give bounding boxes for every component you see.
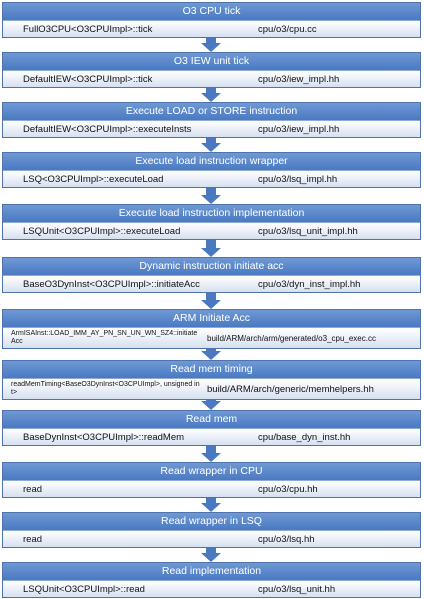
arrow-shaft xyxy=(206,498,216,503)
step-details: LSQ<O3CPUImpl>::executeLoad cpu/o3/lsq_im… xyxy=(3,170,420,187)
arrow-head xyxy=(201,93,221,102)
arrow-head xyxy=(201,195,221,204)
step-title: Execute load instruction wrapper xyxy=(3,153,420,170)
arrow-head xyxy=(201,300,221,309)
down-arrow-icon xyxy=(201,188,221,204)
arrow-head xyxy=(201,143,221,152)
arrow-shaft xyxy=(206,446,216,453)
down-arrow-icon xyxy=(201,498,221,512)
down-arrow-icon xyxy=(201,240,221,257)
arrow-shaft xyxy=(206,138,216,143)
source-file: cpu/o3/dyn_inst_impl.hh xyxy=(258,278,361,290)
step-title: Execute load instruction implementation xyxy=(3,205,420,222)
source-file: cpu/base_dyn_inst.hh xyxy=(258,431,351,443)
step-details: BaseO3DynInst<O3CPUImpl>::initiateAcc cpu… xyxy=(3,275,420,292)
function-name: BaseDynInst<O3CPUImpl>::readMem xyxy=(23,431,185,443)
step-title: Read wrapper in CPU xyxy=(3,463,420,480)
arrow-shaft xyxy=(206,293,216,300)
step-box: Read wrapper in LSQ read cpu/o3/lsq.hh xyxy=(2,512,421,548)
step-title: O3 CPU tick xyxy=(3,3,420,20)
source-file: cpu/o3/iew_impl.hh xyxy=(258,73,340,85)
arrow-shaft xyxy=(206,349,216,351)
down-arrow-icon xyxy=(201,548,221,562)
source-file: cpu/o3/iew_impl.hh xyxy=(258,123,340,135)
arrow-head xyxy=(201,351,221,360)
arrow-shaft xyxy=(206,188,216,195)
function-name: read xyxy=(23,483,43,495)
function-name: LSQ<O3CPUImpl>::executeLoad xyxy=(23,173,164,185)
function-name: FullO3CPU<O3CPUImpl>::tick xyxy=(23,23,153,35)
arrow-head xyxy=(201,553,221,562)
arrow-head xyxy=(201,503,221,512)
step-title: Read mem xyxy=(3,411,420,428)
arrow-head xyxy=(201,43,221,52)
source-file: cpu/o3/cpu.cc xyxy=(258,23,317,35)
arrow-shaft xyxy=(206,548,216,553)
function-name: readMemTiming<BaseO3DynInst<O3CPUImpl>, … xyxy=(11,381,200,396)
step-title: Execute LOAD or STORE instruction xyxy=(3,103,420,120)
function-name: LSQUnit<O3CPUImpl>::executeLoad xyxy=(23,225,181,237)
step-details: read cpu/o3/cpu.hh xyxy=(3,480,420,497)
step-details: BaseDynInst<O3CPUImpl>::readMem cpu/base_… xyxy=(3,428,420,445)
down-arrow-icon xyxy=(201,88,221,102)
down-arrow-icon xyxy=(201,138,221,152)
step-details: readMemTiming<BaseO3DynInst<O3CPUImpl>, … xyxy=(3,378,420,399)
arrow-shaft xyxy=(206,400,216,401)
arrow-head xyxy=(201,248,221,257)
step-box: Read mem timing readMemTiming<BaseO3DynIn… xyxy=(2,360,421,400)
arrow-head xyxy=(201,453,221,462)
step-title: ARM Initiate Acc xyxy=(3,310,420,327)
arrow-shaft xyxy=(206,240,216,248)
arrow-shaft xyxy=(206,88,216,93)
source-file: cpu/o3/lsq.hh xyxy=(258,533,315,545)
down-arrow-icon xyxy=(201,446,221,462)
function-name: BaseO3DynInst<O3CPUImpl>::initiateAcc xyxy=(23,278,200,290)
source-file: cpu/o3/cpu.hh xyxy=(258,483,318,495)
step-details: DefaultIEW<O3CPUImpl>::tick cpu/o3/iew_im… xyxy=(3,70,420,87)
step-details: read cpu/o3/lsq.hh xyxy=(3,530,420,547)
step-title: Read implementation xyxy=(3,563,420,580)
step-box: Read wrapper in CPU read cpu/o3/cpu.hh xyxy=(2,462,421,498)
arrow-shaft xyxy=(206,38,216,43)
step-title: Dynamic instruction initiate acc xyxy=(3,258,420,275)
down-arrow-icon xyxy=(201,400,221,410)
down-arrow-icon xyxy=(201,349,221,360)
source-file: cpu/o3/lsq_impl.hh xyxy=(258,173,338,185)
down-arrow-icon xyxy=(201,38,221,52)
function-name: read xyxy=(23,533,43,545)
step-details: ArmISAInst::LOAD_IMM_AY_PN_SN_UN_WN_SZ4:… xyxy=(3,327,420,348)
down-arrow-icon xyxy=(201,293,221,309)
step-details: FullO3CPU<O3CPUImpl>::tick cpu/o3/cpu.cc xyxy=(3,20,420,37)
step-title: Read wrapper in LSQ xyxy=(3,513,420,530)
step-details: LSQUnit<O3CPUImpl>::read cpu/o3/lsq_unit.… xyxy=(3,580,420,597)
step-title: Read mem timing xyxy=(3,361,420,378)
source-file: build/ARM/arch/arm/generated/o3_cpu_exec… xyxy=(207,333,376,343)
source-file: cpu/o3/lsq_unit_impl.hh xyxy=(258,225,358,237)
function-name: LSQUnit<O3CPUImpl>::read xyxy=(23,583,145,595)
source-file: cpu/o3/lsq_unit.hh xyxy=(258,583,336,595)
function-name: DefaultIEW<O3CPUImpl>::executeInsts xyxy=(23,123,192,135)
step-details: LSQUnit<O3CPUImpl>::executeLoad cpu/o3/ls… xyxy=(3,222,420,239)
function-name: ArmISAInst::LOAD_IMM_AY_PN_SN_UN_WN_SZ4:… xyxy=(11,330,198,345)
step-details: DefaultIEW<O3CPUImpl>::executeInsts cpu/o… xyxy=(3,120,420,137)
function-name: DefaultIEW<O3CPUImpl>::tick xyxy=(23,73,153,85)
arrow-head xyxy=(201,401,221,410)
source-file: build/ARM/arch/generic/memhelpers.hh xyxy=(207,383,374,395)
step-title: O3 IEW unit tick xyxy=(3,53,420,70)
